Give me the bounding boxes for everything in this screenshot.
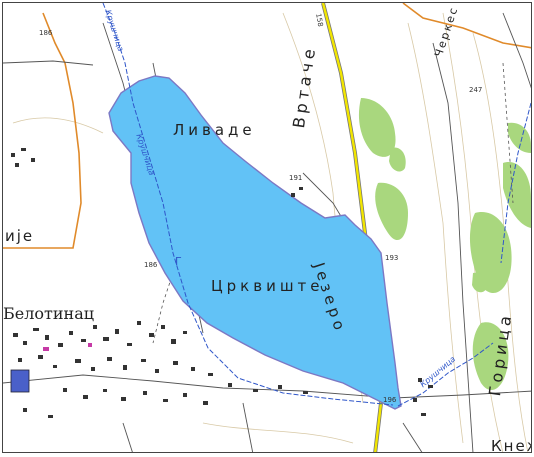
map-canvas[interactable]: Белотинац Ливаде Црквиште Вртаче Језеро …: [2, 2, 532, 453]
map-layer: [3, 3, 531, 452]
point-markers: [43, 343, 92, 351]
elevation-label: 247: [469, 86, 483, 94]
forest-areas: [358, 98, 531, 391]
streams: [102, 3, 531, 407]
village-buildings: [11, 148, 433, 418]
elevation-label: 191: [289, 174, 303, 182]
large-building: [10, 369, 30, 393]
boundary-lines: [3, 3, 531, 249]
road-number-label: 158: [314, 12, 325, 28]
map-letter-label: Г: [175, 255, 182, 268]
elevation-label: 186: [144, 261, 158, 269]
place-label-crkviste: Црквиште: [211, 277, 324, 295]
place-label-knez: Кнеж: [491, 437, 531, 453]
place-label-livade: Ливаде: [173, 121, 256, 139]
village-name-label: Белотинац: [3, 304, 95, 323]
elevation-label: 186: [39, 29, 53, 37]
place-label-ije: ије: [5, 227, 35, 245]
lake-polygon[interactable]: [108, 75, 402, 410]
elevation-label: 193: [385, 254, 399, 262]
elevation-label: 196: [383, 396, 397, 404]
